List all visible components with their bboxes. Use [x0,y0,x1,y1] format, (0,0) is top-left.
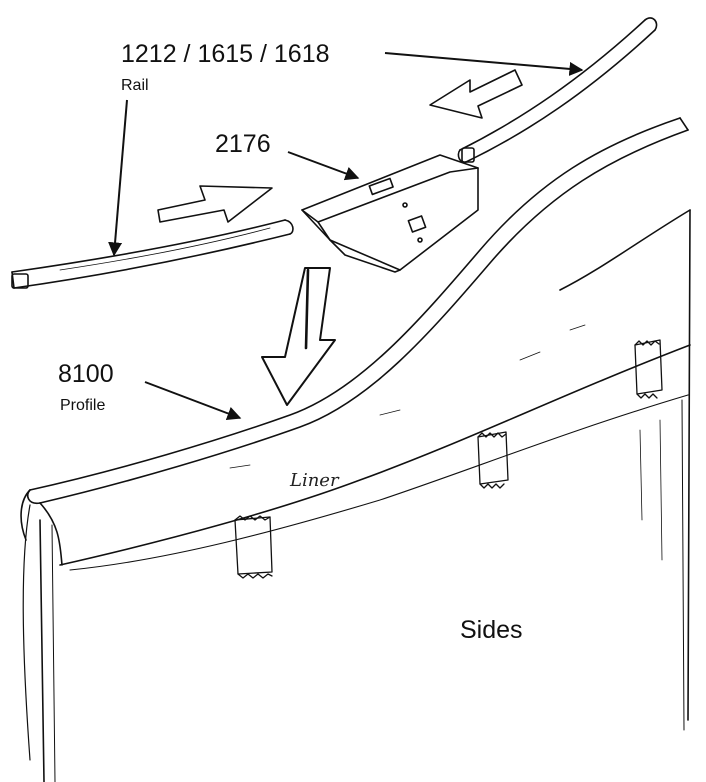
part-2176-label: 2176 [215,130,271,158]
tape-patch-left [234,515,273,579]
rail-label: Rail [121,77,149,94]
sides-label: Sides [460,616,523,644]
rail-left [11,219,294,289]
rail-right [457,17,658,164]
tape-patch-right [634,339,663,399]
profile-part-number: 8100 [58,360,114,388]
part-2176 [301,154,479,273]
arrow-right-hollow [157,185,273,223]
arrow-down-hollow [261,267,336,406]
profile-8100 [20,117,689,566]
wall-panel [22,209,691,782]
leader-arrow-profile [144,381,242,421]
leader-arrow-rail-left [108,99,128,257]
leader-arrow-2176 [287,151,360,181]
rail-part-numbers: 1212 / 1615 / 1618 [121,40,330,68]
liner-label: Liner [290,470,339,491]
leader-arrow-rail-right [384,52,584,76]
arrow-left-hollow [429,69,523,119]
profile-label: Profile [60,397,106,414]
tape-patch-middle [477,431,509,489]
